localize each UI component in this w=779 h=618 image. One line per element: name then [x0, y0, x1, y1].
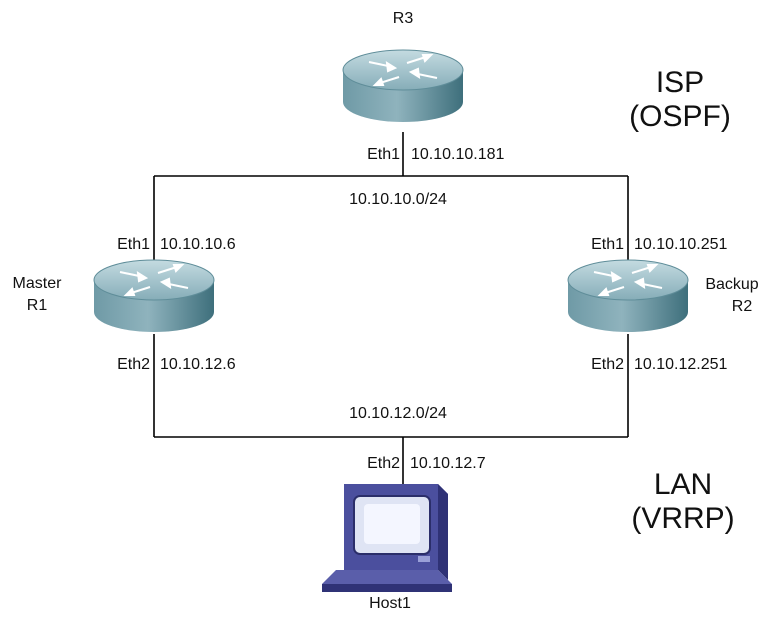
host-eth2-label: Eth2	[367, 455, 400, 472]
router-r1-name: R1	[26, 297, 48, 314]
host-computer-icon	[322, 484, 452, 592]
r2-eth1-label: Eth1	[591, 236, 624, 253]
r3-eth1-label: Eth1	[367, 146, 400, 163]
router-r1-icon	[93, 259, 215, 333]
r3-eth1-ip: 10.10.10.181	[411, 146, 505, 163]
r2-eth1-ip: 10.10.10.251	[634, 236, 728, 253]
r2-eth2-ip: 10.10.12.251	[634, 356, 728, 373]
zone-isp-title: ISP	[655, 66, 705, 99]
r2-role: Backup	[705, 276, 759, 293]
network-top-label: 10.10.10.0/24	[349, 191, 447, 208]
zone-lan-protocol: (VRRP)	[631, 502, 735, 535]
host-eth2-ip: 10.10.12.7	[410, 455, 486, 472]
r1-role: Master	[12, 275, 62, 292]
zone-lan-title: LAN	[653, 468, 713, 501]
router-r3-icon	[342, 49, 464, 123]
network-bottom-label: 10.10.12.0/24	[349, 405, 447, 422]
r1-eth2-label: Eth2	[117, 356, 150, 373]
router-r3-name: R3	[392, 10, 414, 27]
r1-eth1-label: Eth1	[117, 236, 150, 253]
zone-isp: ISP (OSPF)	[629, 66, 731, 134]
r2-eth2-label: Eth2	[591, 356, 624, 373]
host-name: Host1	[369, 595, 411, 612]
r1-eth2-ip: 10.10.12.6	[160, 356, 236, 373]
r1-eth1-ip: 10.10.10.6	[160, 236, 236, 253]
zone-lan: LAN (VRRP)	[631, 468, 734, 536]
zone-isp-protocol: (OSPF)	[629, 100, 731, 133]
router-r2-icon	[567, 259, 689, 333]
router-r2-name: R2	[731, 298, 753, 315]
links	[153, 132, 629, 484]
